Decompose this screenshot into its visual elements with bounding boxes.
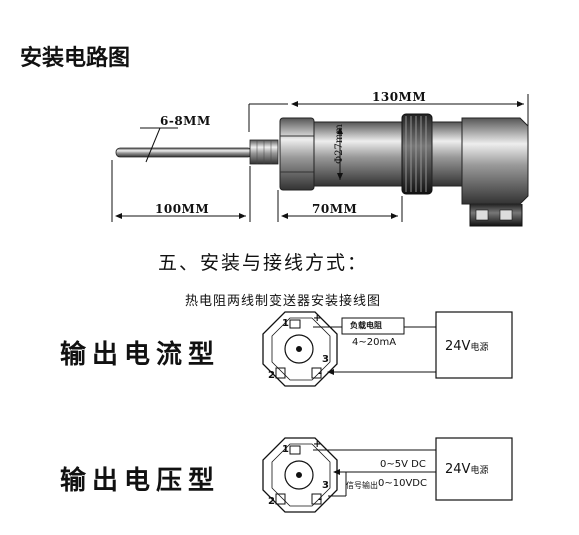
voltage-range-a-label: 0~5V DC	[380, 459, 426, 470]
voltage-supply-label: 24V电源	[445, 462, 489, 477]
voltage-terminal-2: 2	[268, 496, 275, 507]
voltage-terminal-3: 3	[322, 480, 329, 491]
section-heading: 五、安装与接线方式：	[158, 252, 369, 274]
current-terminal-1: 1	[282, 318, 289, 329]
current-terminal-2: 2	[268, 370, 275, 381]
probe-diameter-label: 6-8MM	[160, 114, 211, 128]
sensor-drawing	[111, 94, 529, 227]
body-length-label: 70MM	[312, 202, 358, 216]
current-range-label: 4~20mA	[352, 337, 397, 348]
voltage-type-label: 输出电压型	[60, 466, 221, 496]
voltage-range-b-label: 0~10VDC	[378, 478, 427, 489]
voltage-terminal-plus: +	[313, 439, 322, 450]
voltage-terminal-1: 1	[282, 444, 289, 455]
current-type-label: 输出电流型	[60, 340, 221, 370]
current-wiring	[262, 311, 513, 387]
current-terminal-plus: +	[313, 313, 322, 324]
page-title: 安装电路图	[20, 46, 131, 71]
voltage-wiring	[262, 437, 513, 513]
voltage-terminal-minus: -	[318, 494, 323, 505]
section-subheading: 热电阻两线制变送器安装接线图	[185, 294, 382, 309]
length-total-label: 130MM	[372, 90, 427, 104]
load-resistor-label: 负载电阻	[350, 321, 382, 330]
current-terminal-3: 3	[322, 354, 329, 365]
signal-output-label: 信号输出	[346, 481, 378, 490]
current-supply-label: 24V电源	[445, 339, 489, 354]
current-terminal-minus: -	[318, 368, 323, 379]
body-diameter-label: Φ27mm	[334, 124, 345, 164]
probe-length-label: 100MM	[155, 202, 210, 216]
